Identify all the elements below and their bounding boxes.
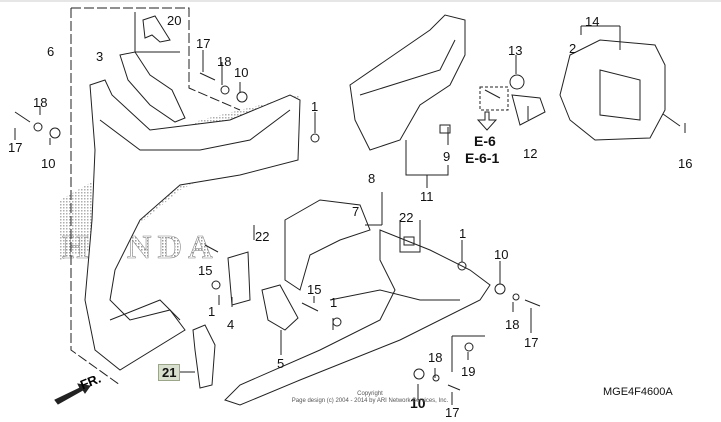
callout-16[interactable]: 16 (678, 156, 693, 171)
callout-7[interactable]: 7 (352, 204, 360, 219)
callout-22[interactable]: 22 (255, 229, 270, 244)
callout-18[interactable]: 18 (33, 95, 48, 110)
callout-9[interactable]: 9 (443, 149, 451, 164)
callout-1[interactable]: 1 (330, 295, 338, 310)
svg-text:HONDA: HONDA (62, 229, 219, 266)
callout-10[interactable]: 10 (41, 156, 56, 171)
callout-18[interactable]: 18 (428, 350, 443, 365)
callout-5[interactable]: 5 (277, 356, 285, 371)
callout-21-highlighted[interactable]: 21 (158, 364, 181, 381)
top-border (0, 0, 721, 2)
callout-18[interactable]: 18 (217, 54, 232, 69)
callout-10[interactable]: 10 (234, 65, 249, 80)
callout-17[interactable]: 17 (196, 36, 211, 51)
diagram-code: MGE4F4600A (603, 386, 673, 398)
callout-1[interactable]: 1 (459, 226, 467, 241)
callout-10[interactable]: 10 (410, 395, 426, 411)
reference-e6-1[interactable]: E-6-1 (465, 150, 500, 166)
callout-17[interactable]: 17 (445, 405, 460, 420)
callout-15[interactable]: 15 (307, 282, 322, 297)
callout-1[interactable]: 1 (208, 304, 216, 319)
callout-12[interactable]: 12 (523, 146, 538, 161)
callout-1[interactable]: 1 (311, 99, 319, 114)
callout-20[interactable]: 20 (167, 13, 182, 28)
callout-4[interactable]: 4 (227, 317, 235, 332)
callout-14[interactable]: 14 (585, 14, 600, 29)
callout-22[interactable]: 22 (399, 210, 414, 225)
callout-15[interactable]: 15 (198, 263, 213, 278)
copyright-line-1: Copyright (357, 391, 383, 397)
callout-13[interactable]: 13 (508, 43, 523, 58)
callout-11[interactable]: 11 (420, 189, 434, 204)
callout-18[interactable]: 18 (505, 317, 520, 332)
callout-3[interactable]: 3 (96, 49, 104, 64)
reference-e6[interactable]: E-6 (474, 133, 496, 149)
callout-10[interactable]: 10 (494, 247, 509, 262)
callout-17[interactable]: 17 (524, 335, 539, 350)
callout-17[interactable]: 17 (8, 140, 23, 155)
callout-8[interactable]: 8 (368, 171, 376, 186)
callout-6[interactable]: 6 (47, 44, 55, 59)
callout-2[interactable]: 2 (569, 41, 577, 56)
copyright-line-2: Page design (c) 2004 - 2014 by ARI Netwo… (291, 397, 449, 404)
callout-19[interactable]: 19 (461, 364, 476, 379)
copyright-notice: Copyright Page design (c) 2004 - 2014 by… (270, 391, 470, 404)
